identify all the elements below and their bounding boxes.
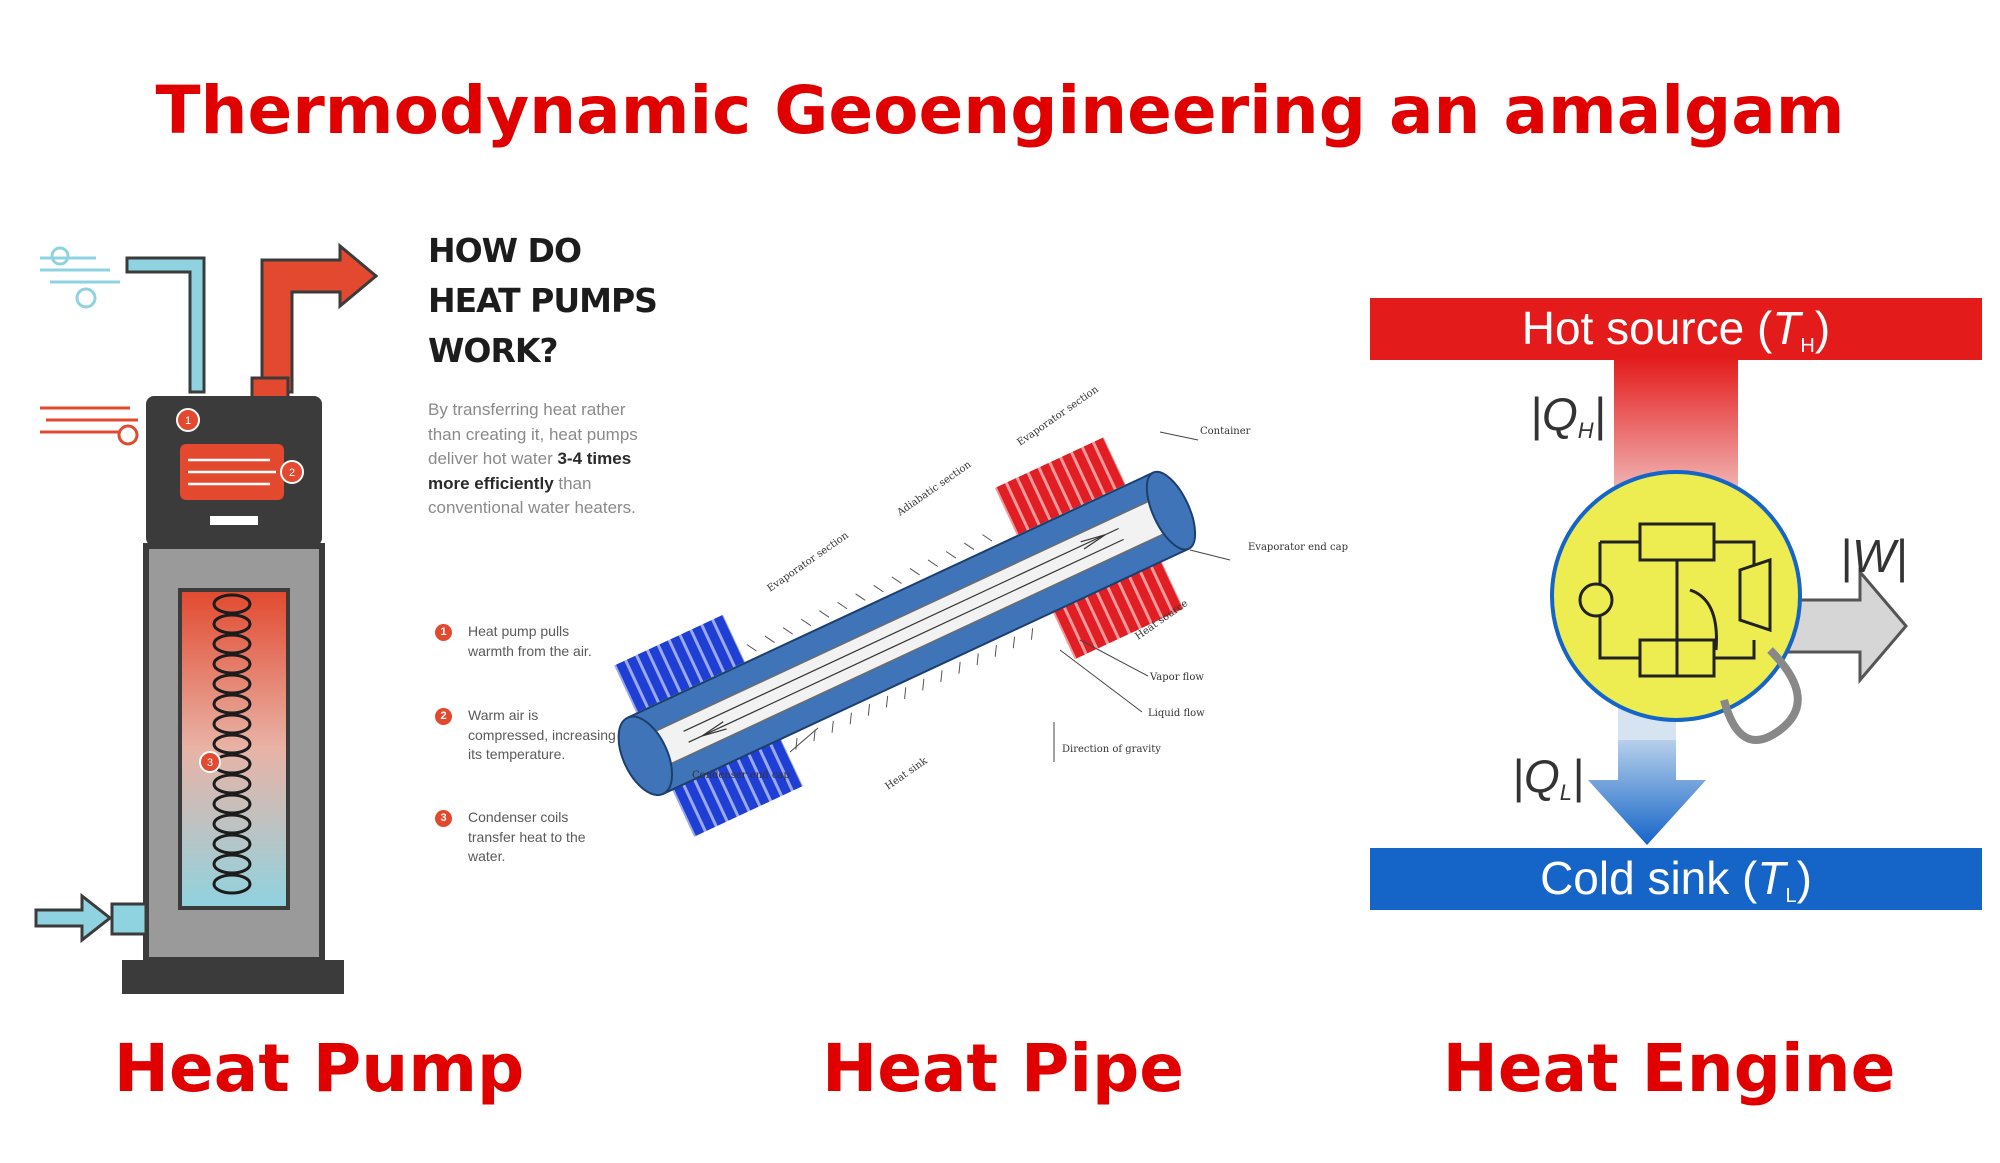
heat-pipe-diagram: Container Evaporator section Adiabatic s… xyxy=(614,384,1348,837)
step-number: 1 xyxy=(435,624,452,641)
heat-pump-heading: HOW DO HEAT PUMPS WORK? xyxy=(428,226,658,376)
cold-sink-label: Cold sink (TL) xyxy=(1540,852,1812,907)
water-inlet-arrow xyxy=(34,892,113,944)
cold-air-pipe xyxy=(125,256,206,394)
heading-line: HEAT PUMPS xyxy=(428,281,658,320)
work-arrow xyxy=(1778,567,1908,685)
hot-source-label: Hot source (TH) xyxy=(1522,302,1830,357)
heading-line: HOW DO xyxy=(428,231,582,270)
label-gravity: Direction of gravity xyxy=(1062,744,1161,755)
hot-air-pipe xyxy=(260,242,379,394)
svg-text:1: 1 xyxy=(185,415,191,427)
label-condenser-end-cap: Condenser end cap xyxy=(692,770,790,781)
hot-source-bar xyxy=(1370,298,1982,360)
heading-line: WORK? xyxy=(428,331,559,370)
svg-text:2: 2 xyxy=(289,467,295,479)
caption-heat-pump: Heat Pump xyxy=(113,1030,525,1107)
step-number: 3 xyxy=(435,810,452,827)
ql-label: |QL| xyxy=(1512,750,1584,805)
efficiency-highlight: 3-4 times more efficiently xyxy=(428,449,632,493)
cold-wind-icon xyxy=(40,246,120,309)
tank-base xyxy=(122,960,344,994)
step-text: Warm air is compressed, increasing its t… xyxy=(468,707,616,762)
cold-sink-bar xyxy=(1370,848,1982,910)
caption-heat-engine: Heat Engine xyxy=(1442,1030,1896,1107)
heat-engine-diagram: |QH| |QL| |W| Hot source (TH) Cold sink … xyxy=(1370,298,1982,910)
label-liquid-flow: Liquid flow xyxy=(1148,708,1205,719)
heat-output-bottom xyxy=(672,738,803,837)
heat-input-bottom xyxy=(1052,561,1184,660)
heat-pump-diagram: 1 2 3 xyxy=(34,242,379,994)
caption-heat-pipe: Heat Pipe xyxy=(821,1030,1185,1107)
step-number: 2 xyxy=(435,708,452,725)
step-text: Condenser coils transfer heat to the wat… xyxy=(468,809,586,864)
main-title: Thermodynamic Geoengineering an amalgam xyxy=(155,72,1845,149)
label-vapor-flow: Vapor flow xyxy=(1149,672,1204,683)
label-container: Container xyxy=(1200,426,1251,437)
heat-pump-intro: By transferring heat rather than creatin… xyxy=(428,400,638,517)
ql-arrow xyxy=(1588,720,1706,845)
label-evaporator-left: Evaporator section xyxy=(765,530,851,595)
engine-cycle xyxy=(1578,522,1802,744)
condenser-coil xyxy=(212,593,252,895)
tank-water-gradient xyxy=(178,588,290,910)
heat-input-top xyxy=(994,437,1126,536)
label-adiabatic: Adiabatic section xyxy=(895,459,974,519)
label-evaporator-end-cap: Evaporator end cap xyxy=(1248,542,1348,553)
step-text: Heat pump pulls warmth from the air. xyxy=(468,623,592,659)
qh-label: |QH| xyxy=(1530,388,1606,443)
condenser-end-cap xyxy=(617,715,674,796)
heat-output-top xyxy=(614,614,745,713)
svg-text:3: 3 xyxy=(207,757,213,769)
label-heat-sink: Heat sink xyxy=(883,755,930,792)
work-label: |W| xyxy=(1840,530,1907,582)
adiabatic-hatching xyxy=(746,534,1034,750)
label-evaporator-top: Evaporator section xyxy=(1015,384,1101,449)
warm-wind-icon xyxy=(40,406,139,446)
